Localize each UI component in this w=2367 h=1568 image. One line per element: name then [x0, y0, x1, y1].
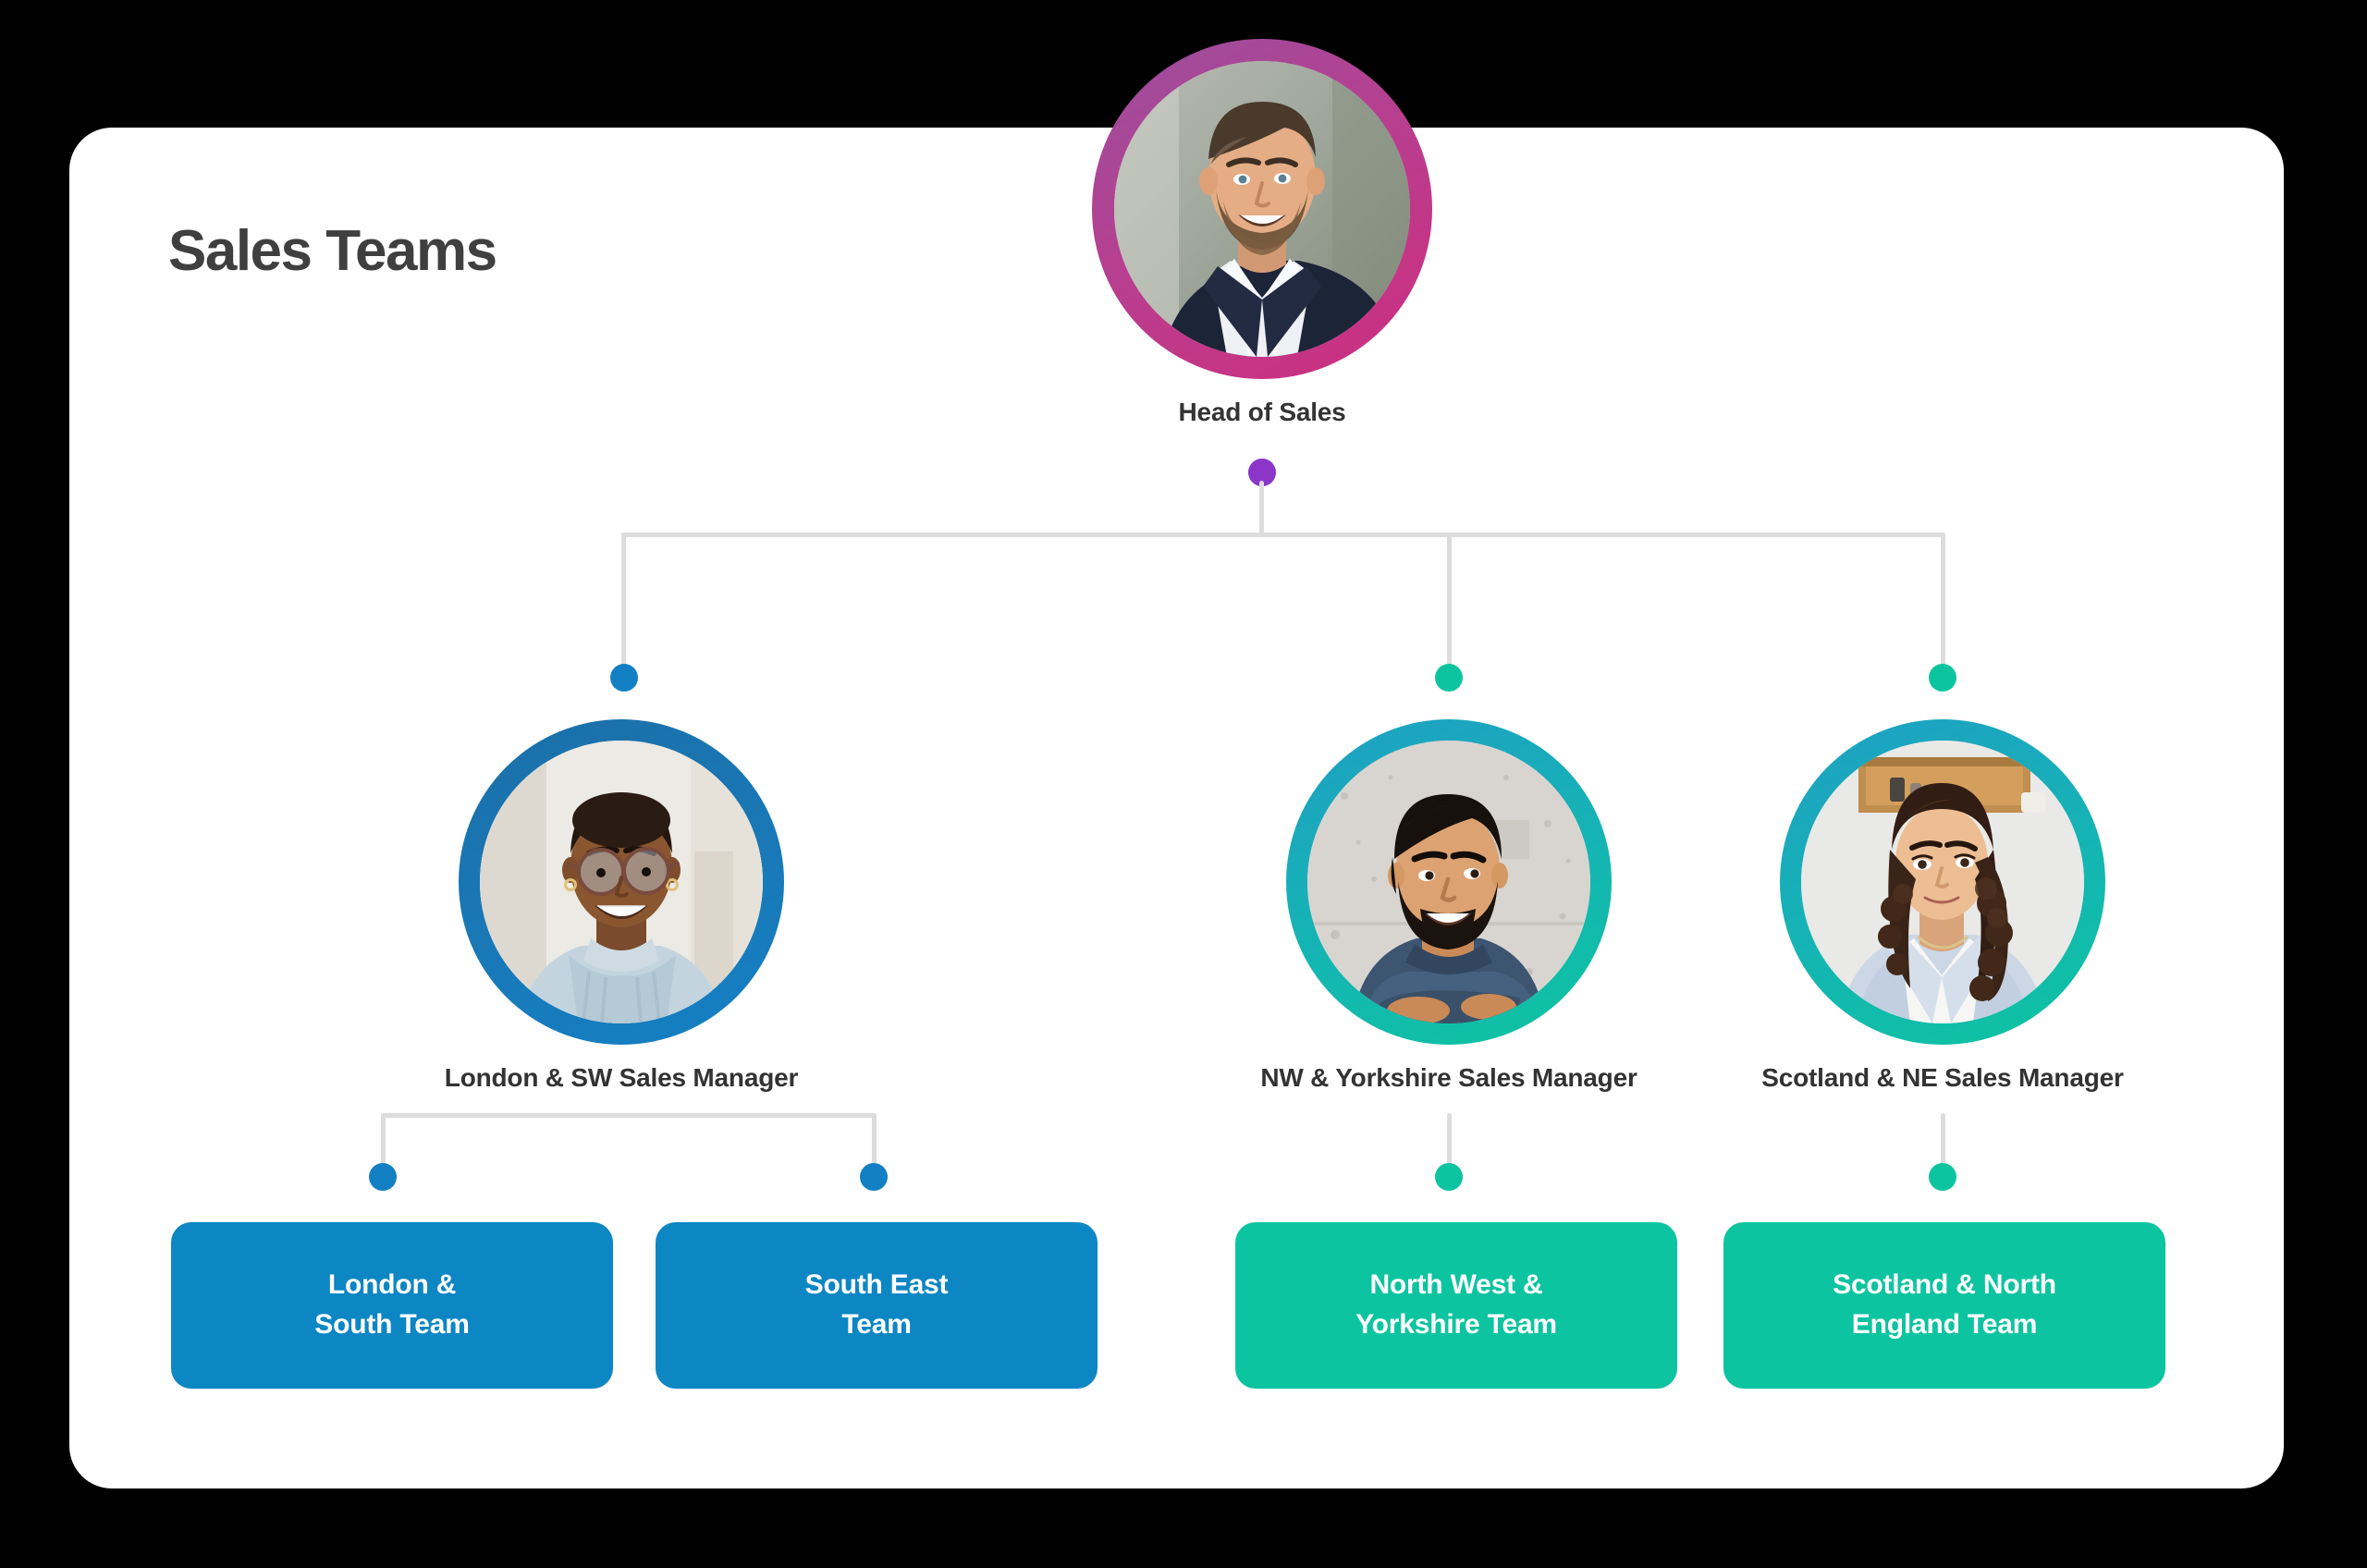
scotland-ne-manager-label: Scotland & NE Sales Manager	[1761, 1063, 2124, 1092]
team-box-south-east-label: South East Team	[804, 1269, 949, 1340]
london-sw-manager-label: London & SW Sales Manager	[444, 1063, 799, 1092]
node-nw-yorkshire-manager[interactable]: NW & Yorkshire Sales Manager	[1244, 719, 1654, 1093]
level1-drop-left	[621, 533, 626, 680]
nw-yorkshire-manager-label: NW & Yorkshire Sales Manager	[1260, 1063, 1637, 1092]
nw-yorkshire-manager-photo	[1307, 741, 1590, 1023]
manager-2-connector-dot	[1435, 664, 1463, 692]
root-connector-stem	[1259, 481, 1264, 534]
team-box-london-south-label: London & South Team	[314, 1269, 470, 1340]
team-1-connector-dot	[369, 1163, 397, 1191]
team-box-south-east[interactable]: South East Team	[656, 1222, 1098, 1389]
team-2-connector-dot	[860, 1163, 888, 1191]
manager-1-connector-dot	[610, 664, 638, 692]
level2-drop-team1	[381, 1113, 386, 1178]
page-title: Sales Teams	[168, 219, 497, 283]
team-4-connector-dot	[1929, 1163, 1956, 1191]
level2-drop-team4	[1941, 1113, 1945, 1178]
level2-bracket-left	[381, 1113, 877, 1118]
team-box-north-west-yorkshire[interactable]: North West & Yorkshire Team	[1235, 1222, 1677, 1389]
nw-yorkshire-avatar-ring	[1286, 719, 1612, 1045]
head-of-sales-photo	[1114, 61, 1410, 357]
london-sw-manager-portrait-icon	[480, 741, 763, 1023]
head-of-sales-portrait-icon	[1114, 61, 1410, 357]
node-scotland-ne-manager[interactable]: Scotland & NE Sales Manager	[1737, 719, 2148, 1093]
level1-bracket-horizontal	[621, 533, 1945, 537]
level2-drop-team2	[872, 1113, 877, 1178]
head-of-sales-label: Head of Sales	[1178, 398, 1346, 426]
team-box-london-south[interactable]: London & South Team	[171, 1222, 613, 1389]
team-box-north-west-yorkshire-label: North West & Yorkshire Team	[1355, 1269, 1557, 1340]
scotland-ne-avatar-ring	[1780, 719, 2105, 1045]
head-of-sales-avatar-ring	[1092, 39, 1432, 379]
node-head-of-sales[interactable]: Head of Sales	[1082, 39, 1442, 427]
level1-drop-right	[1941, 533, 1945, 680]
scotland-ne-manager-portrait-icon	[1801, 741, 2084, 1023]
level2-drop-team3	[1447, 1113, 1452, 1178]
level1-drop-middle	[1447, 533, 1452, 680]
manager-3-connector-dot	[1929, 664, 1956, 692]
london-sw-manager-photo	[480, 741, 763, 1023]
team-box-scotland-north-england-label: Scotland & North England Team	[1833, 1269, 2056, 1340]
london-sw-avatar-ring	[459, 719, 784, 1045]
node-london-sw-manager[interactable]: London & SW Sales Manager	[416, 719, 827, 1093]
scotland-ne-manager-photo	[1801, 741, 2084, 1023]
team-3-connector-dot	[1435, 1163, 1463, 1191]
nw-yorkshire-manager-portrait-icon	[1307, 741, 1590, 1023]
team-box-scotland-north-england[interactable]: Scotland & North England Team	[1723, 1222, 2165, 1389]
